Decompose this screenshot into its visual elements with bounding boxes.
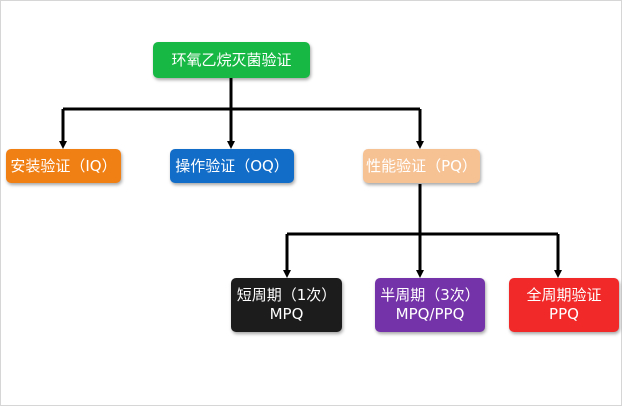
iq-node-label: 安装验证（IQ） bbox=[10, 156, 117, 175]
half-cycle-node: 半周期（3次） MPQ/PPQ bbox=[375, 278, 485, 332]
pq-node: 性能验证（PQ） bbox=[363, 149, 480, 183]
short-cycle-line1: 短周期（1次） bbox=[236, 286, 337, 304]
iq-node: 安装验证（IQ） bbox=[6, 149, 121, 183]
full-cycle-line1: 全周期验证 bbox=[526, 286, 602, 304]
half-cycle-line1: 半周期（3次） bbox=[380, 286, 480, 304]
oq-node-label: 操作验证（OQ） bbox=[175, 156, 289, 175]
short-cycle-node: 短周期（1次） MPQ bbox=[231, 278, 342, 332]
short-cycle-line2: MPQ bbox=[269, 305, 304, 323]
root-node: 环氧乙烷灭菌验证 bbox=[153, 42, 310, 78]
half-cycle-line2: MPQ/PPQ bbox=[395, 305, 465, 323]
oq-node: 操作验证（OQ） bbox=[170, 149, 294, 183]
root-node-label: 环氧乙烷灭菌验证 bbox=[171, 50, 292, 69]
pq-node-label: 性能验证（PQ） bbox=[366, 156, 477, 175]
full-cycle-line2: PPQ bbox=[549, 305, 579, 323]
full-cycle-node: 全周期验证 PPQ bbox=[509, 278, 619, 332]
